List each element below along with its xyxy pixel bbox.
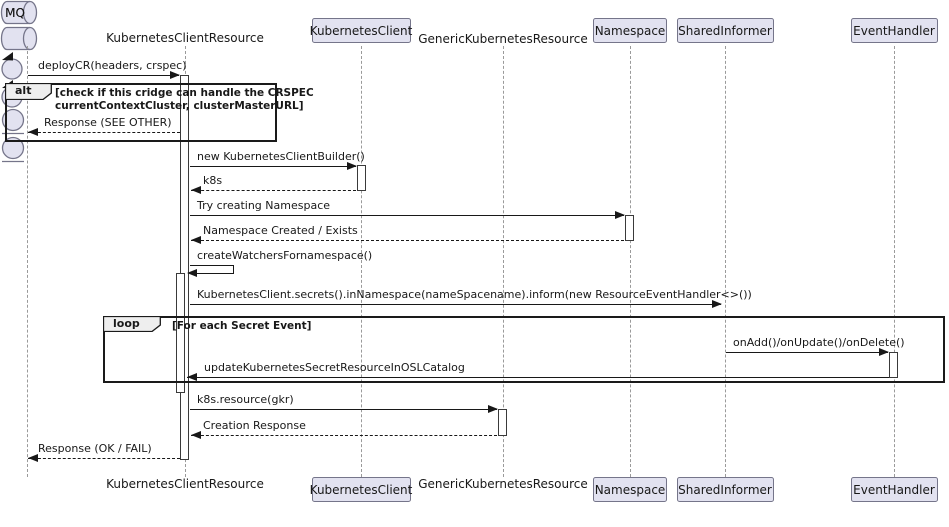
fragment-condition-line: [For each Secret Event] bbox=[172, 320, 312, 332]
message-label: KubernetesClient.secrets().inNamespace(n… bbox=[197, 288, 752, 301]
control-icon bbox=[0, 52, 24, 80]
message-line bbox=[191, 190, 356, 191]
message-label: k8s.resource(gkr) bbox=[197, 393, 294, 406]
participant-kubernetesclientresource-label: KubernetesClientResource bbox=[106, 31, 264, 45]
activation-bar bbox=[498, 409, 507, 436]
arrowhead bbox=[170, 71, 180, 79]
participant-eventhandler: EventHandler bbox=[850, 18, 938, 43]
message-label: deployCR(headers, crspec) bbox=[38, 59, 187, 72]
arrowhead bbox=[191, 236, 201, 244]
arrowhead bbox=[879, 348, 889, 356]
arrowhead bbox=[712, 300, 722, 308]
message-label: Response (OK / FAIL) bbox=[38, 442, 152, 455]
participant-kubernetesclientresource-label: KubernetesClientResource bbox=[106, 477, 264, 491]
fragment-operator-label: alt bbox=[15, 84, 32, 97]
participant-kubernetesclient: KubernetesClient bbox=[310, 18, 412, 43]
message-label: k8s bbox=[203, 174, 223, 187]
entity-icon bbox=[0, 136, 26, 164]
message-line bbox=[190, 304, 721, 305]
activation-bar bbox=[176, 273, 185, 393]
message-line bbox=[190, 409, 497, 410]
message-line bbox=[190, 265, 233, 266]
participant-mq-label: MQ bbox=[5, 6, 25, 20]
participant-mq-label: MQ bbox=[5, 6, 25, 20]
message-label: new KubernetesClientBuilder() bbox=[197, 150, 365, 163]
arrowhead bbox=[191, 186, 201, 194]
lifeline-namespace bbox=[630, 46, 631, 477]
message-line bbox=[190, 215, 624, 216]
message-line bbox=[28, 75, 179, 76]
message-line bbox=[726, 352, 888, 353]
fragment-condition: [For each Secret Event] bbox=[172, 320, 472, 333]
participant-namespace: Namespace bbox=[593, 18, 667, 43]
message-label: Namespace Created / Exists bbox=[203, 224, 358, 237]
participant-sharedinformer: SharedInformer bbox=[676, 477, 774, 502]
message-label: Try creating Namespace bbox=[197, 199, 331, 212]
message-line bbox=[190, 166, 356, 167]
message-line bbox=[28, 132, 180, 133]
message-label: Creation Response bbox=[203, 419, 306, 432]
participant-sharedinformer: SharedInformer bbox=[676, 18, 774, 43]
activation-bar bbox=[889, 352, 898, 378]
participant-generickubernetesresource-label: GenericKubernetesResource bbox=[418, 477, 588, 491]
arrowhead bbox=[28, 128, 38, 136]
lifeline-mq bbox=[27, 46, 28, 477]
fragment-operator-tab: alt bbox=[4, 82, 52, 101]
arrowhead bbox=[187, 269, 197, 277]
message-label: Response (SEE OTHER) bbox=[44, 116, 172, 129]
participant-eventhandler: EventHandler bbox=[850, 477, 938, 502]
fragment-operator-tab: loop bbox=[102, 315, 161, 333]
fragment-operator-label: loop bbox=[113, 317, 140, 330]
fragment-alt: alt [check if this cridge can handle the … bbox=[4, 82, 314, 142]
queue-icon: MQ bbox=[0, 0, 38, 26]
arrowhead bbox=[187, 373, 197, 381]
lifeline-eventhandler bbox=[894, 46, 895, 477]
message-line bbox=[196, 273, 234, 274]
activation-bar bbox=[357, 165, 366, 191]
activation-bar bbox=[180, 75, 189, 460]
message-line bbox=[191, 240, 624, 241]
participant-namespace: Namespace bbox=[593, 477, 667, 502]
message-label: onAdd()/onUpdate()/onDelete() bbox=[733, 336, 905, 349]
queue-icon: MQ bbox=[0, 6, 38, 52]
participant-kubernetesclient: KubernetesClient bbox=[310, 477, 412, 502]
message-label: createWatchersFornamespace() bbox=[197, 249, 373, 262]
participant-generickubernetesresource-label: GenericKubernetesResource bbox=[418, 32, 588, 46]
fragment-condition-line: [check if this cridge can handle the CRS… bbox=[55, 87, 314, 99]
message-line bbox=[233, 265, 234, 273]
message-line bbox=[187, 377, 889, 378]
arrowhead bbox=[28, 454, 38, 462]
fragment-loop: loop [For each Secret Event] bbox=[102, 315, 945, 383]
arrowhead bbox=[347, 162, 357, 170]
lifeline-kubernetesclient bbox=[361, 46, 362, 477]
lifeline-generickubernetesresource bbox=[503, 46, 504, 477]
activation-bar bbox=[625, 215, 634, 241]
message-line bbox=[28, 458, 180, 459]
message-line bbox=[191, 435, 497, 436]
lifeline-sharedinformer bbox=[725, 46, 726, 477]
arrowhead bbox=[615, 211, 625, 219]
arrowhead bbox=[191, 431, 201, 439]
arrowhead bbox=[488, 405, 498, 413]
fragment-condition: [check if this cridge can handle the CRS… bbox=[55, 87, 314, 113]
fragment-condition-line: currentContextCluster, clusterMasterURL] bbox=[55, 100, 304, 112]
message-label: updateKubernetesSecretResourceInOSLCatal… bbox=[204, 361, 465, 374]
